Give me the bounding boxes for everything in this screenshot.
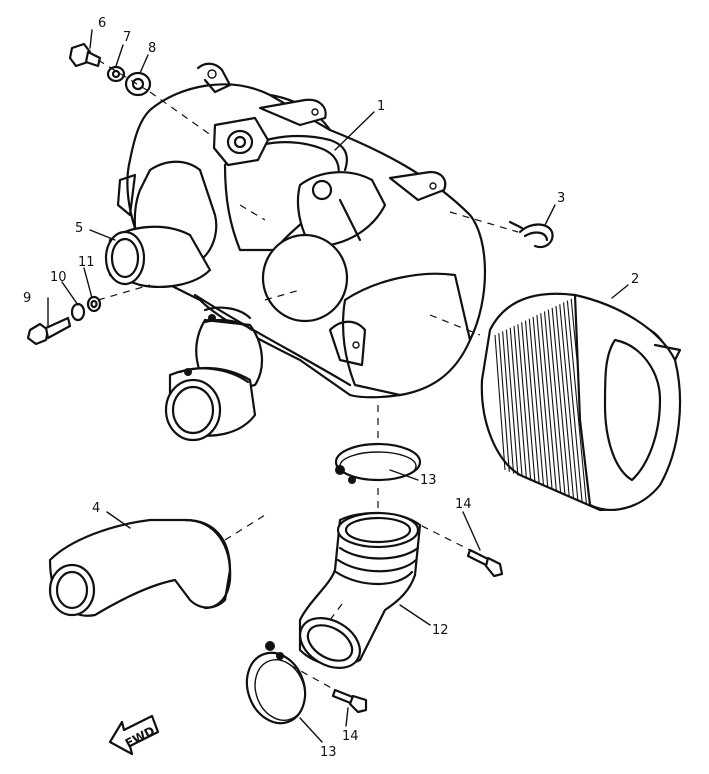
filter-pleat xyxy=(559,304,579,501)
filter-pleat xyxy=(494,334,506,471)
carburetor-joint-upper xyxy=(164,306,264,442)
filter-pleat xyxy=(521,322,536,483)
filter-pleat xyxy=(509,327,523,478)
callout-2: 2 xyxy=(631,272,639,287)
filter-pleat xyxy=(551,307,570,498)
callout-1: 1 xyxy=(377,99,385,114)
filter-pleat xyxy=(555,305,575,500)
callout-4: 4 xyxy=(92,501,100,516)
filter-pleat xyxy=(540,313,557,492)
callout-11: 11 xyxy=(78,255,95,270)
callout-9: 9 xyxy=(23,291,31,306)
filter-pleat xyxy=(543,311,562,494)
callout-14-upper: 14 xyxy=(455,497,472,512)
callout-10: 10 xyxy=(50,270,67,285)
bolt-washer-grommet-top xyxy=(68,42,152,97)
callout-12: 12 xyxy=(432,623,449,638)
filter-pleat xyxy=(547,309,566,496)
callout-13-lower: 13 xyxy=(320,745,337,760)
filter-pleat xyxy=(505,329,519,476)
carburetor-joint xyxy=(298,511,422,669)
air-box-housing xyxy=(104,62,487,399)
bolt-washer-side xyxy=(26,295,102,346)
filter-pleat xyxy=(498,333,510,472)
leader-lines xyxy=(47,29,629,743)
callout-8: 8 xyxy=(148,41,156,56)
filter-pleat xyxy=(532,316,549,489)
callout-7: 7 xyxy=(123,30,131,45)
clamp-screw-lower xyxy=(331,688,368,714)
hose-clamp-lower xyxy=(245,641,307,725)
callout-13-upper: 13 xyxy=(420,473,437,488)
air-filter-element xyxy=(480,292,682,512)
alignment-lines xyxy=(97,59,519,691)
callout-14-lower: 14 xyxy=(342,729,359,744)
air-intake-duct xyxy=(48,518,232,617)
filter-pleat xyxy=(528,318,545,487)
clamp-screw-upper xyxy=(466,548,504,578)
callout-5: 5 xyxy=(75,221,83,236)
filter-pleat xyxy=(524,320,540,485)
callout-numbers: 6 7 8 1 3 2 5 10 11 9 4 13 14 12 14 13 xyxy=(23,16,639,760)
hose-clamp-upper xyxy=(334,442,422,484)
spring-clip xyxy=(508,220,554,249)
filter-pleat xyxy=(563,302,583,503)
filter-pleat xyxy=(566,300,587,505)
filter-pleat xyxy=(513,325,527,480)
callout-6: 6 xyxy=(98,16,106,31)
filter-pleat xyxy=(536,315,553,490)
filter-pleat xyxy=(517,324,532,481)
fwd-direction-arrow: FWD xyxy=(108,714,160,756)
filter-pleat xyxy=(502,331,515,474)
callout-3: 3 xyxy=(557,191,565,206)
